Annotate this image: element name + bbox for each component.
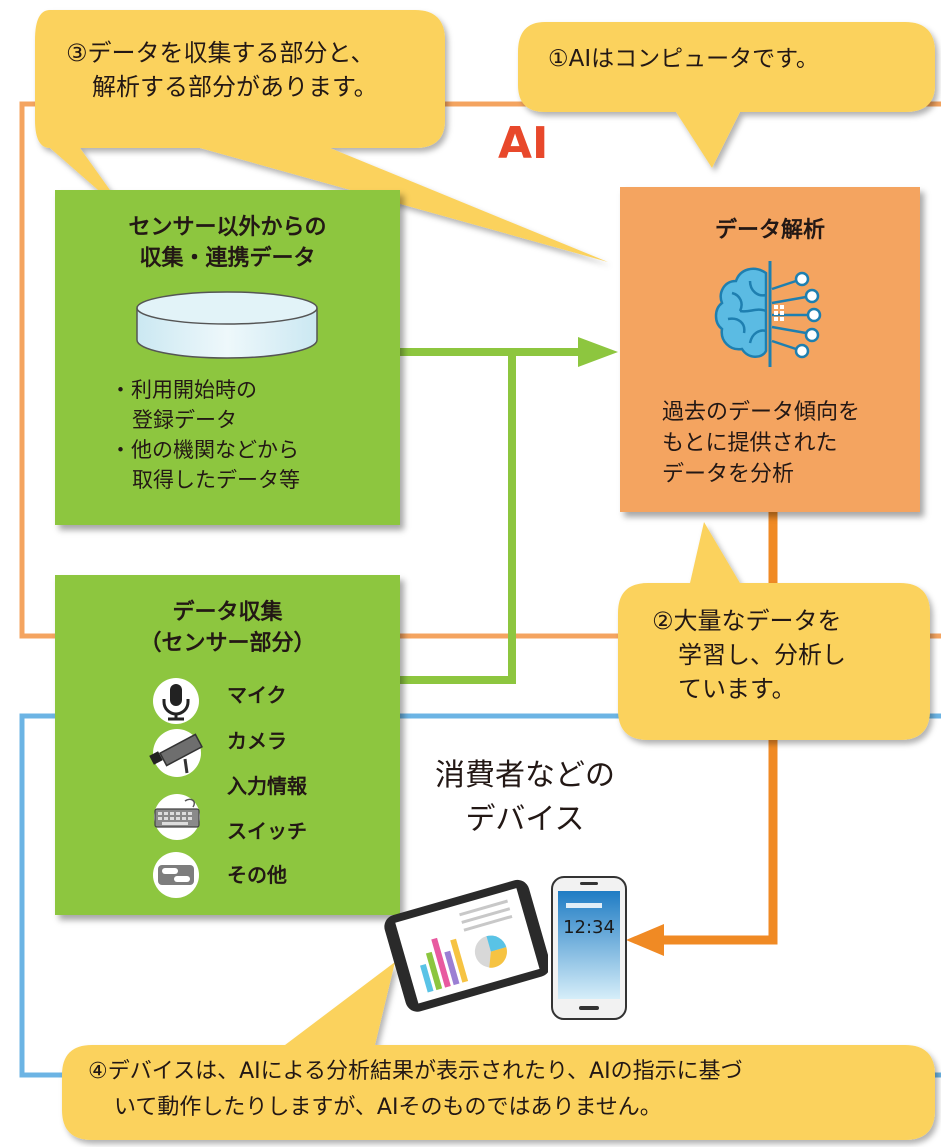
callout-4-line-2: いて動作したりしますが、AIそのものではありません。 <box>114 1095 662 1120</box>
callout-3-line-2: 解析する部分があります。 <box>92 73 378 101</box>
ai-boundary <box>19 101 941 639</box>
smartphone-icon: 12:34 <box>550 875 632 1025</box>
sensor-item-input: 入力情報 <box>227 774 307 798</box>
callout-3-shape <box>35 10 608 262</box>
callout-4-text: ④デバイスは、AIによる分析結果が表示されたり、AIの指示に基づ いて動作したり… <box>88 1054 743 1126</box>
analysis-desc-line-3: データを分析 <box>662 462 795 487</box>
devices-label-line-2: デバイス <box>465 802 585 837</box>
sensor-item-switch: スイッチ <box>227 819 307 843</box>
analysis-desc-line-2: もとに提供された <box>662 431 838 456</box>
sensor-title-line-1: データ収集 <box>172 600 283 625</box>
callout-1-shape <box>518 22 935 168</box>
sensor-data-box: データ収集 （センサー部分） マイク カメラ 入力情報 <box>55 575 400 915</box>
callout-2-line-2: 学習し、分析し <box>678 641 846 669</box>
sensor-item-mic: マイク <box>227 683 287 707</box>
callout-3-text: ③データを収集する部分と、 解析する部分があります。 <box>66 36 378 104</box>
non-sensor-title-line-2: 収集・連携データ <box>139 246 316 271</box>
callout-2-text: ②大量なデータを 学習し、分析し ています。 <box>652 604 846 706</box>
switch-icon <box>153 852 199 898</box>
smartphone-frame <box>551 876 627 1020</box>
non-sensor-box-title: センサー以外からの 収集・連携データ <box>55 212 400 274</box>
data-analysis-description: 過去のデータ傾向を もとに提供された データを分析 <box>662 397 860 490</box>
keyboard-icon <box>154 794 200 840</box>
ai-brain-icon <box>714 261 822 367</box>
microphone-icon <box>153 678 199 724</box>
callout-3-line-1: ③データを収集する部分と、 <box>66 39 375 67</box>
sensor-title-line-2: （センサー部分） <box>139 631 316 656</box>
bullet-line-1: ・利用開始時の <box>110 378 257 402</box>
sensor-box-title: データ収集 （センサー部分） <box>55 597 400 659</box>
bullet-line-2: 登録データ <box>132 408 237 432</box>
non-sensor-title-line-1: センサー以外からの <box>128 215 327 240</box>
data-analysis-box: データ解析 過去のデータ傾向を もとに提供された データを分析 <box>620 187 920 512</box>
callout-2-line-1: ②大量なデータを <box>652 607 842 635</box>
tablet-icon <box>384 879 548 1012</box>
data-analysis-title: データ解析 <box>714 218 825 243</box>
ai-title: AI <box>498 118 549 169</box>
green-arrowhead <box>578 337 618 367</box>
callout-2-line-3: ています。 <box>678 675 796 703</box>
analysis-desc-line-1: 過去のデータ傾向を <box>662 400 861 425</box>
sensor-item-other: その他 <box>227 863 287 887</box>
database-icon <box>136 291 318 359</box>
bullet-line-4: 取得したデータ等 <box>132 468 300 492</box>
callout-2-shape <box>618 522 930 740</box>
camera-icon <box>149 729 203 777</box>
devices-label: 消費者などの デバイス <box>420 754 630 842</box>
non-sensor-data-box: センサー以外からの 収集・連携データ ・利用開始時の 登録データ ・他の機関など… <box>55 190 400 525</box>
green-arrow <box>400 348 580 684</box>
non-sensor-bullets: ・利用開始時の 登録データ ・他の機関などから 取得したデータ等 <box>110 375 300 495</box>
callout-4-shape <box>62 962 935 1140</box>
bullet-line-3: ・他の機関などから <box>110 438 299 462</box>
orange-arrowhead <box>626 924 664 956</box>
callout-1-text: ①AIはコンピュータです。 <box>548 46 819 72</box>
devices-label-line-1: 消費者などの <box>435 758 615 793</box>
callout-4-line-1: ④デバイスは、AIによる分析結果が表示されたり、AIの指示に基づ <box>88 1059 743 1084</box>
smartphone-time: 12:34 <box>563 917 615 938</box>
sensor-item-camera: カメラ <box>227 729 287 753</box>
